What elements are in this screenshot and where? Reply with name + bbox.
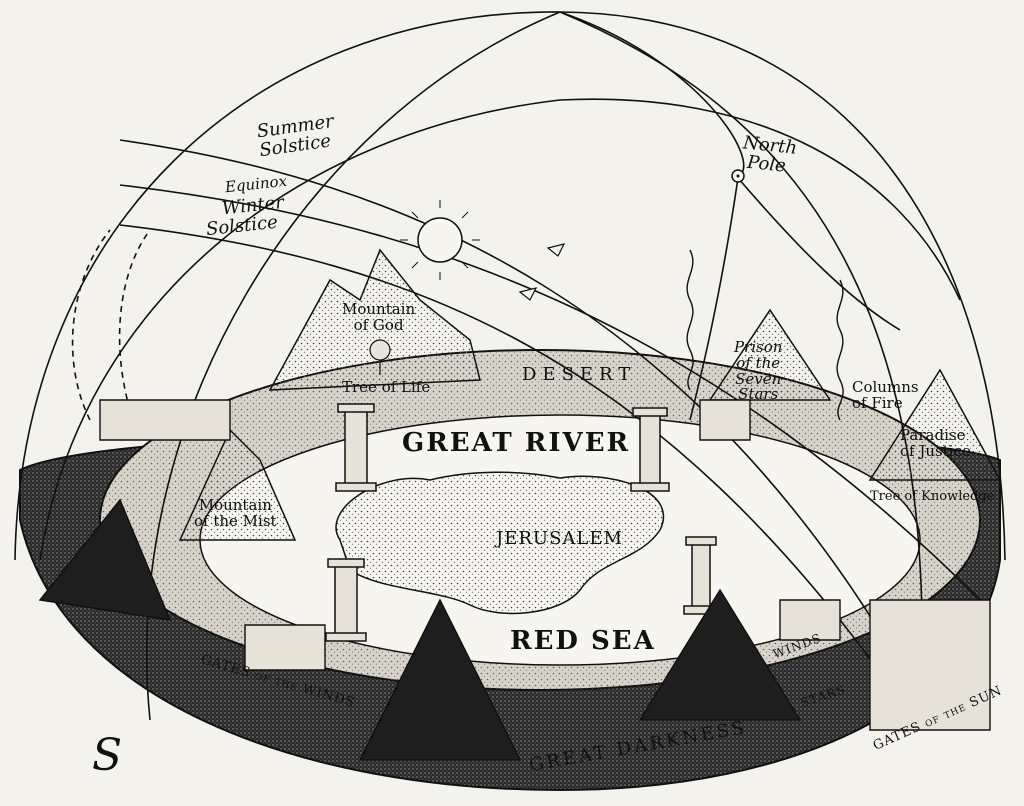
jerusalem-label: JERUSALEM <box>496 528 623 549</box>
prison-of-seven-stars-mountain <box>708 308 832 401</box>
red-sea-label: RED SEA <box>510 626 656 656</box>
tree-of-knowledge-label: Tree of Knowledge <box>870 489 995 504</box>
tree-of-life-icon <box>369 339 391 375</box>
mountain-of-god-label: Mountain of God <box>342 300 416 334</box>
gates <box>99 399 991 731</box>
great-river-label: GREAT RIVER <box>402 428 631 458</box>
columns-of-fire <box>686 249 844 421</box>
south-mark: S <box>92 730 122 781</box>
prison-of-seven-stars-label: Prison of the Seven Stars <box>734 338 783 404</box>
pillars <box>325 403 719 642</box>
tree-of-life-label: Tree of Life <box>342 378 431 396</box>
mountain-of-the-mist-label: Mountain of the Mist <box>194 496 277 530</box>
columns-of-fire-label: Columns of Fire <box>852 378 919 412</box>
dark-mountains <box>38 498 802 761</box>
jerusalem-land <box>335 471 664 615</box>
dome-arcs <box>14 11 1006 721</box>
paradise-of-justice-mountain <box>868 368 1002 481</box>
sun <box>400 200 480 280</box>
path-arrows <box>518 243 566 301</box>
paradise-of-justice-label: Paradise of Justice <box>900 426 971 460</box>
mountain-of-the-mist <box>178 428 297 541</box>
north-pole-label: North Pole <box>742 132 799 177</box>
desert-label: DESERT <box>522 364 637 385</box>
mountain-of-god <box>268 248 481 391</box>
